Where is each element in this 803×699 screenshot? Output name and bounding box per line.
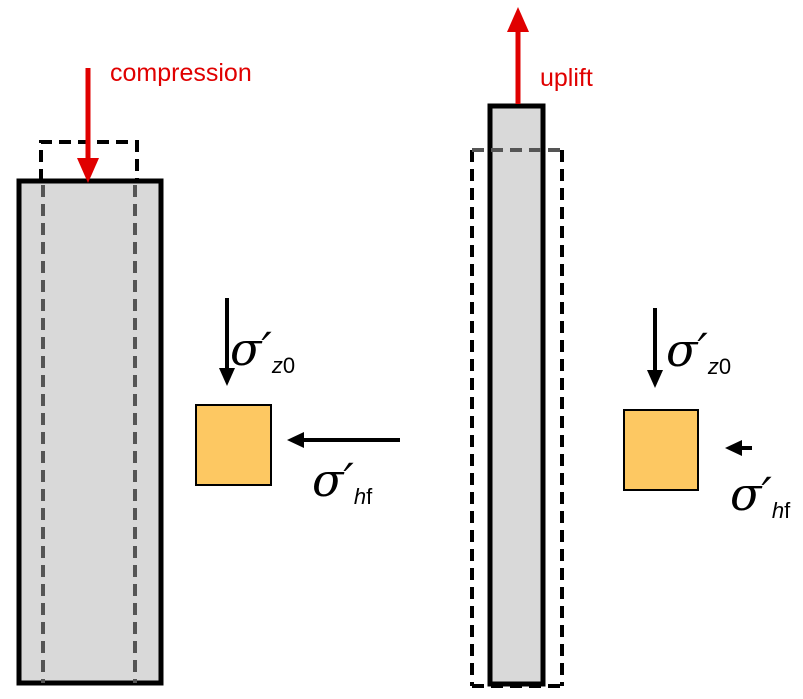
compression-panel: compression σ′z0 σ′hf	[16, 59, 400, 686]
compression-pile	[16, 178, 164, 686]
uplift-horizontal-stress-label: σ′hf	[730, 467, 791, 523]
uplift-vertical-stress-arrow	[647, 308, 663, 388]
uplift-arrow	[507, 7, 529, 104]
compression-horizontal-stress-arrow	[287, 432, 400, 448]
compression-arrow	[77, 68, 99, 183]
compression-vertical-stress-arrow	[219, 298, 235, 386]
uplift-label: uplift	[540, 64, 593, 92]
uplift-horizontal-stress-arrow	[725, 440, 752, 456]
compression-label: compression	[110, 59, 252, 87]
compression-horizontal-stress-label: σ′hf	[312, 453, 373, 509]
compression-soil-element	[195, 404, 272, 486]
uplift-panel: uplift σ′z0 σ′hf	[470, 7, 791, 688]
uplift-soil-element	[623, 409, 699, 491]
uplift-pile	[487, 103, 546, 687]
uplift-vertical-stress-label: σ′z0	[666, 323, 731, 379]
compression-vertical-stress-label: σ′z0	[230, 322, 295, 378]
uplift-original-outline	[470, 148, 564, 688]
